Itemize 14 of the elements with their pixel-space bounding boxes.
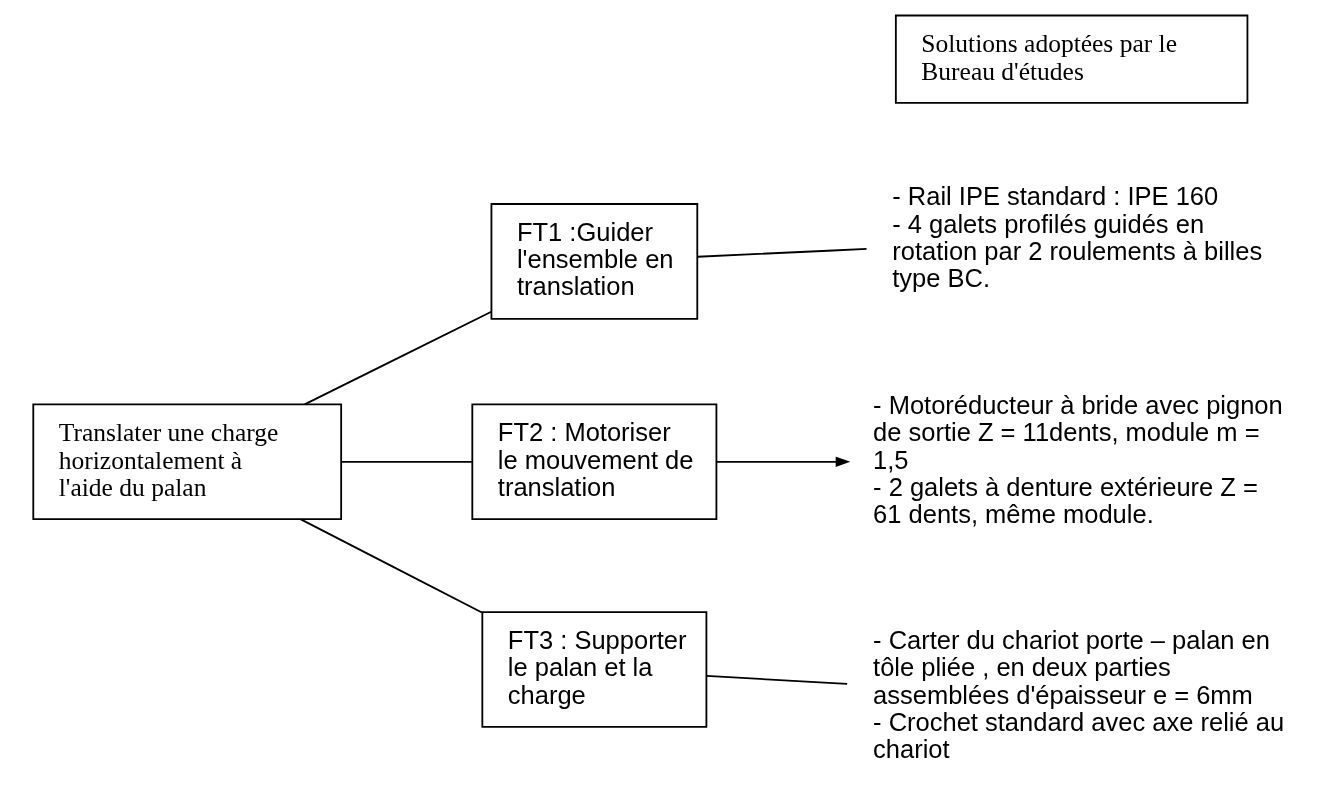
node-text: - Rail IPE standard : IPE 160 - 4 galets profilés guidés en rotation par 2 roulements à billes type BC. xyxy=(892,182,1263,293)
connector xyxy=(300,518,483,614)
connector xyxy=(340,460,473,463)
node-box: FT3 : Supporter le palan et la charge xyxy=(481,611,708,728)
arrow xyxy=(716,456,851,467)
node-box: FT1 :Guider l'ensemble en translation xyxy=(490,203,699,320)
node-text: - Carter du chariot porte – palan en tôle pliée , en deux parties assemblées d'épaisseur e = 6mm - Crochet standard avec axe relié au chariot xyxy=(873,625,1285,764)
node-box: Solutions adoptées par le Bureau d'études xyxy=(894,14,1249,104)
node-text: - Motoréducteur à bride avec pignon de sortie Z = 11dents, module m = 1,5 - 2 galets à denture extérieure Z = 61 dents, même module. xyxy=(873,390,1283,529)
node-box: Translater une charge horizontalement à l'aide du palan xyxy=(32,403,343,521)
connector xyxy=(303,310,493,406)
node-box: FT2 : Motoriser le mouvement de translation xyxy=(471,403,718,521)
connector xyxy=(705,674,849,685)
connector xyxy=(696,248,868,258)
